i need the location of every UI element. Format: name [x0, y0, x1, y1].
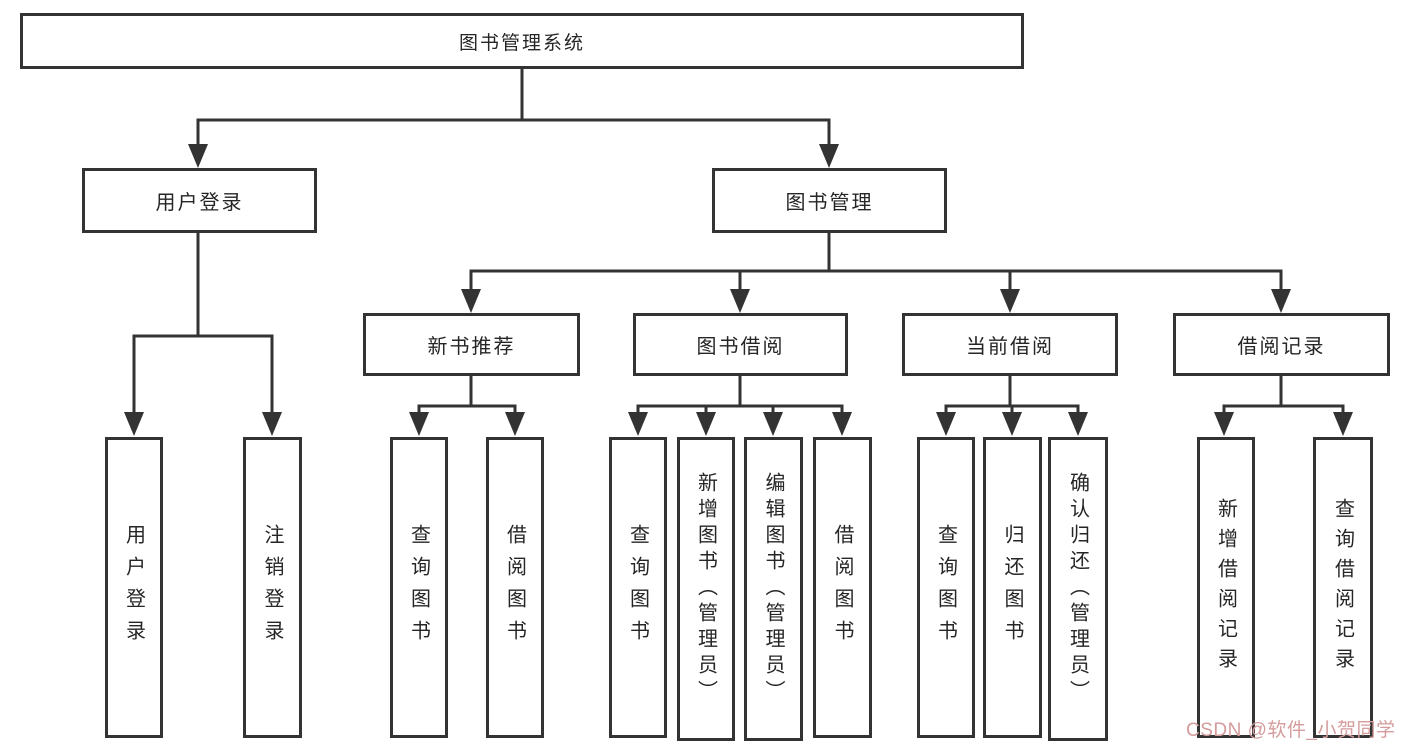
- leaf-label: 查询图书: [626, 523, 649, 652]
- leaf-return-book: 归还图书: [983, 437, 1042, 738]
- node-label: 图书管理系统: [458, 32, 585, 54]
- node-book-borrowing: 图书借阅: [633, 313, 848, 376]
- node-label: 当前借阅: [966, 336, 1054, 358]
- leaf-label: 查询借阅记录: [1331, 497, 1354, 678]
- csdn-watermark: CSDN @软件_小贺同学: [1186, 720, 1396, 741]
- leaf-borrow-books-recommend: 借阅图书: [486, 437, 544, 738]
- leaf-label: 查询图书: [407, 523, 430, 652]
- node-label: 借阅记录: [1237, 336, 1326, 358]
- leaf-query-books-recommend: 查询图书: [390, 437, 448, 738]
- leaf-confirm-return-admin: 确认归还（管理员）: [1048, 437, 1108, 741]
- node-label: 图书管理: [785, 192, 874, 214]
- leaf-add-book-admin: 新增图书（管理员）: [677, 437, 735, 741]
- leaf-label: 借阅图书: [831, 523, 853, 652]
- leaf-query-books-borrowing: 查询图书: [609, 437, 667, 738]
- leaf-add-borrow-record: 新增借阅记录: [1197, 437, 1255, 738]
- node-label: 图书借阅: [696, 336, 785, 358]
- leaf-query-borrow-record: 查询借阅记录: [1313, 437, 1373, 738]
- leaf-query-books-current: 查询图书: [917, 437, 975, 738]
- leaf-label: 查询图书: [934, 523, 957, 652]
- leaf-user-login: 用户登录: [105, 437, 163, 738]
- leaf-label: 用户登录: [122, 523, 145, 652]
- leaf-borrow-books-borrowing: 借阅图书: [813, 437, 872, 738]
- leaf-logout: 注销登录: [243, 437, 302, 738]
- leaf-label: 新增借阅记录: [1214, 497, 1237, 678]
- leaf-label: 注销登录: [261, 523, 283, 652]
- node-label: 用户登录: [155, 192, 244, 214]
- node-label: 新书推荐: [427, 336, 516, 358]
- node-borrowing-records: 借阅记录: [1173, 313, 1390, 376]
- leaf-edit-book-admin: 编辑图书（管理员）: [744, 437, 803, 741]
- leaf-label: 新增图书（管理员）: [694, 472, 717, 706]
- node-book-management: 图书管理: [712, 168, 947, 233]
- node-new-book-recommend: 新书推荐: [363, 313, 580, 376]
- leaf-label: 编辑图书（管理员）: [762, 472, 784, 706]
- arrowheads: [124, 144, 1353, 436]
- node-library-system-root: 图书管理系统: [20, 13, 1024, 69]
- leaf-label: 确认归还（管理员）: [1066, 472, 1089, 706]
- leaf-label: 归还图书: [1001, 523, 1023, 652]
- node-current-borrowing: 当前借阅: [902, 313, 1118, 376]
- leaf-label: 借阅图书: [503, 523, 526, 652]
- node-user-login: 用户登录: [82, 168, 317, 233]
